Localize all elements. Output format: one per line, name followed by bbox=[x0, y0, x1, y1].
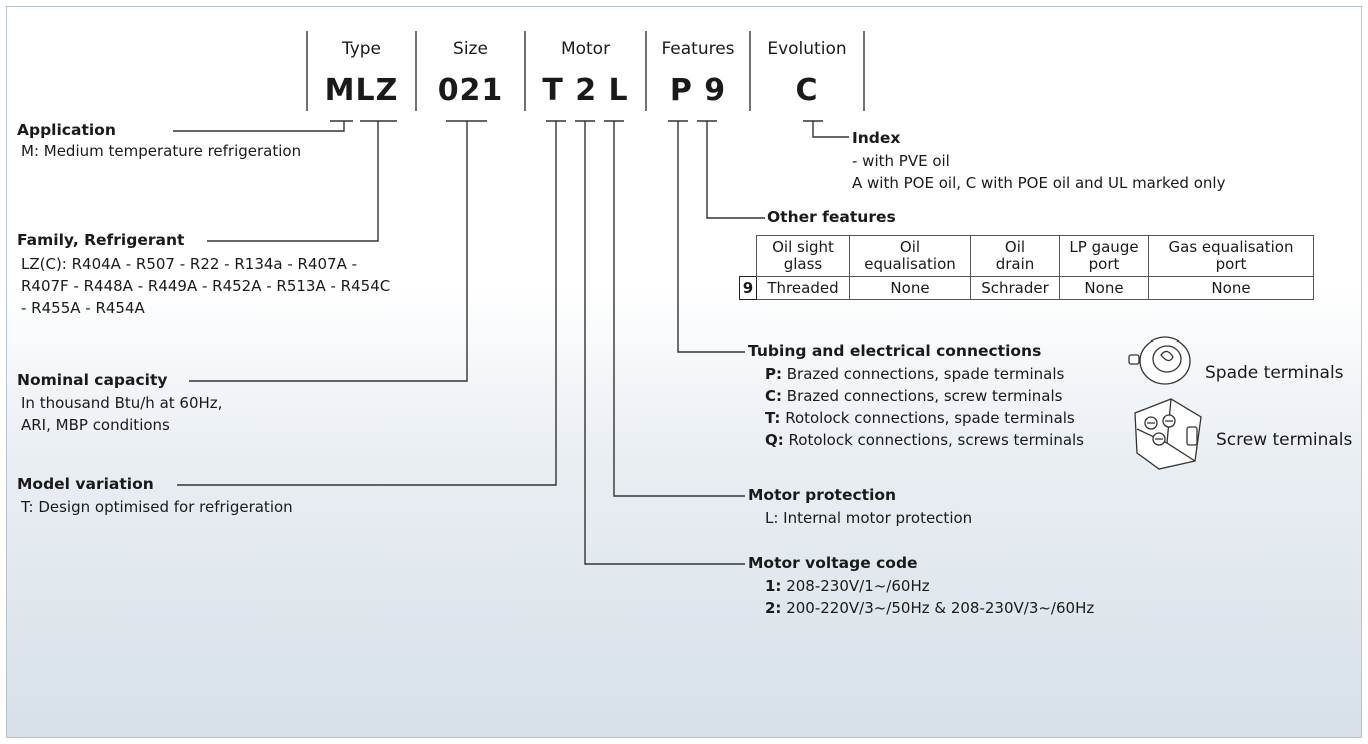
application-title: Application bbox=[17, 121, 116, 139]
table-cell: None bbox=[1059, 276, 1149, 300]
table-row: 9 Threaded None Schrader None None bbox=[739, 276, 1314, 300]
table-cell: None bbox=[849, 276, 971, 300]
voltage-title: Motor voltage code bbox=[748, 554, 918, 572]
tubing-item-t: T: Rotolock connections, spade terminals bbox=[765, 409, 1075, 427]
code-motor: T 2 L bbox=[542, 73, 629, 108]
family-line-2: R407F - R448A - R449A - R452A - R513A - … bbox=[21, 277, 391, 295]
tubing-item-p: P: Brazed connections, spade terminals bbox=[765, 365, 1065, 383]
table-row-code: 9 bbox=[739, 276, 757, 300]
capacity-title: Nominal capacity bbox=[17, 371, 168, 389]
family-line-3: - R455A - R454A bbox=[21, 299, 145, 317]
table-cell: Threaded bbox=[756, 276, 850, 300]
header-features: Features bbox=[661, 39, 735, 59]
code-evolution: C bbox=[795, 73, 819, 108]
tubing-item-q: Q: Rotolock connections, screws terminal… bbox=[765, 431, 1084, 449]
code-type: MLZ bbox=[324, 73, 399, 108]
application-desc: M: Medium temperature refrigeration bbox=[21, 142, 302, 160]
tubing-item-c: C: Brazed connections, screw terminals bbox=[765, 387, 1063, 405]
screw-terminal-icon bbox=[1134, 398, 1202, 470]
voltage-item-2: 2: 200-220V/3~/50Hz & 208-230V/3~/60Hz bbox=[765, 599, 1095, 617]
designation-diagram: Type Size Motor Features Evolution MLZ 0… bbox=[6, 6, 1362, 738]
model-variation-desc: T: Design optimised for refrigeration bbox=[21, 498, 293, 516]
other-features-title: Other features bbox=[767, 208, 896, 226]
header-motor: Motor bbox=[560, 39, 611, 59]
table-cell: None bbox=[1148, 276, 1314, 300]
voltage-item-1: 1: 208-230V/1~/60Hz bbox=[765, 577, 930, 595]
header-type: Type bbox=[341, 39, 382, 59]
spade-terminals-label: Spade terminals bbox=[1205, 363, 1344, 383]
screw-terminals-label: Screw terminals bbox=[1216, 430, 1353, 450]
index-title: Index bbox=[852, 129, 901, 147]
capacity-line-1: In thousand Btu/h at 60Hz, bbox=[21, 394, 223, 412]
model-variation-title: Model variation bbox=[17, 475, 154, 493]
family-title: Family, Refrigerant bbox=[17, 231, 185, 249]
connector-lines bbox=[173, 31, 865, 565]
table-corner bbox=[740, 236, 757, 277]
code-size: 021 bbox=[437, 73, 504, 108]
spade-terminal-icon bbox=[1128, 336, 1191, 385]
header-size: Size bbox=[453, 39, 488, 59]
motor-protection-title: Motor protection bbox=[748, 486, 897, 504]
index-line-2: A with POE oil, C with POE oil and UL ma… bbox=[852, 174, 1226, 192]
motor-protection-desc: L: Internal motor protection bbox=[765, 509, 973, 527]
code-features: P 9 bbox=[669, 73, 727, 108]
index-line-1: - with PVE oil bbox=[852, 152, 950, 170]
table-cell: Schrader bbox=[970, 276, 1060, 300]
header-evolution: Evolution bbox=[767, 39, 847, 59]
family-line-1: LZ(C): R404A - R507 - R22 - R134a - R407… bbox=[21, 255, 358, 273]
tubing-title: Tubing and electrical connections bbox=[748, 342, 1042, 360]
capacity-line-2: ARI, MBP conditions bbox=[21, 416, 170, 434]
